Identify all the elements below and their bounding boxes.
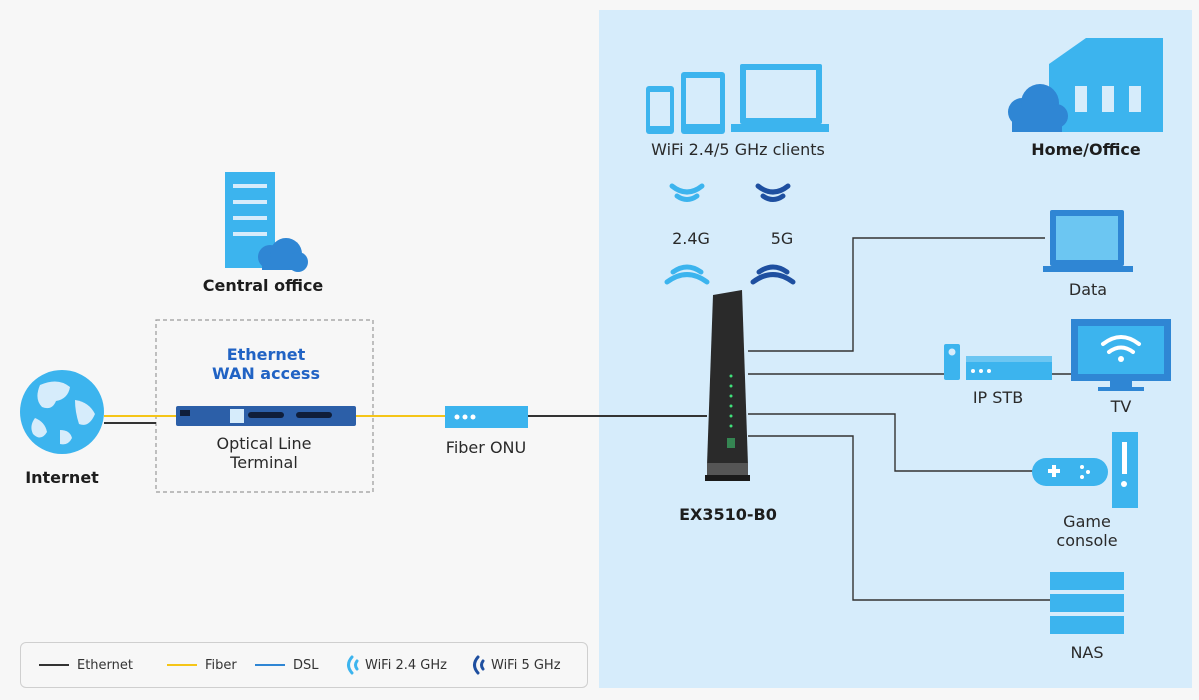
band-5g-label: 5G xyxy=(770,229,794,248)
ethernet-wan-title-line2: WAN access xyxy=(212,364,320,383)
legend-dsl-label: DSL xyxy=(293,657,319,673)
laptop-icon xyxy=(1043,210,1133,272)
ethernet-wan-title-line1: Ethernet xyxy=(226,345,306,364)
legend: Ethernet Fiber DSL WiFi 2.4 GHz WiFi 5 G… xyxy=(20,642,588,688)
server-cloud-icon xyxy=(225,172,308,272)
house-cloud-icon xyxy=(1008,38,1163,132)
fiber-onu-icon xyxy=(445,406,528,428)
wifi-24g-icon xyxy=(664,183,710,285)
ethernet-line-swatch xyxy=(39,664,69,666)
olt-label: Optical Line Terminal xyxy=(217,434,312,472)
tv-label: TV xyxy=(1110,397,1132,416)
legend-wifi5-label: WiFi 5 GHz xyxy=(491,657,561,673)
tv-icon xyxy=(1071,319,1171,391)
set-top-box-icon xyxy=(944,344,1052,380)
internet-label: Internet xyxy=(25,468,99,487)
router-label: EX3510-B0 xyxy=(679,505,777,524)
dsl-line-swatch xyxy=(255,664,285,666)
olt-device-icon xyxy=(176,406,356,426)
ethernet-wan-box xyxy=(155,319,374,493)
wifi-clients-label: WiFi 2.4/5 GHz clients xyxy=(651,140,825,159)
nas-label: NAS xyxy=(1070,643,1104,662)
legend-ethernet-label: Ethernet xyxy=(77,657,133,673)
game-console-line1: Game xyxy=(1063,512,1111,531)
legend-ethernet: Ethernet xyxy=(39,643,133,687)
band-24g-label: 2.4G xyxy=(672,229,710,248)
game-console-line2: console xyxy=(1056,531,1118,550)
legend-wifi24: WiFi 2.4 GHz xyxy=(343,643,447,687)
wifi-clients-icon xyxy=(646,64,829,134)
wifi-24-legend-icon xyxy=(347,655,359,675)
ethernet-wan-title: Ethernet WAN access xyxy=(212,345,320,383)
legend-dsl: DSL xyxy=(255,643,319,687)
data-label: Data xyxy=(1068,280,1108,299)
central-office-label: Central office xyxy=(202,276,324,295)
legend-wifi5: WiFi 5 GHz xyxy=(469,643,561,687)
globe-icon xyxy=(20,370,104,454)
router-icon xyxy=(705,290,750,481)
game-console-label: Game console xyxy=(1056,512,1117,550)
legend-fiber-label: Fiber xyxy=(205,657,237,673)
ip-stb-label: IP STB xyxy=(972,388,1024,407)
legend-wifi24-label: WiFi 2.4 GHz xyxy=(365,657,447,673)
fiber-line-swatch xyxy=(167,664,197,666)
wifi-5g-icon xyxy=(750,183,796,285)
wifi-5-legend-icon xyxy=(473,655,485,675)
nas-icon xyxy=(1050,572,1124,634)
olt-label-line2: Terminal xyxy=(230,453,298,472)
olt-label-line1: Optical Line xyxy=(216,434,312,453)
legend-fiber: Fiber xyxy=(167,643,237,687)
game-console-icon xyxy=(1032,432,1138,508)
fiber-onu-label: Fiber ONU xyxy=(445,438,527,457)
home-office-label: Home/Office xyxy=(1031,140,1141,159)
